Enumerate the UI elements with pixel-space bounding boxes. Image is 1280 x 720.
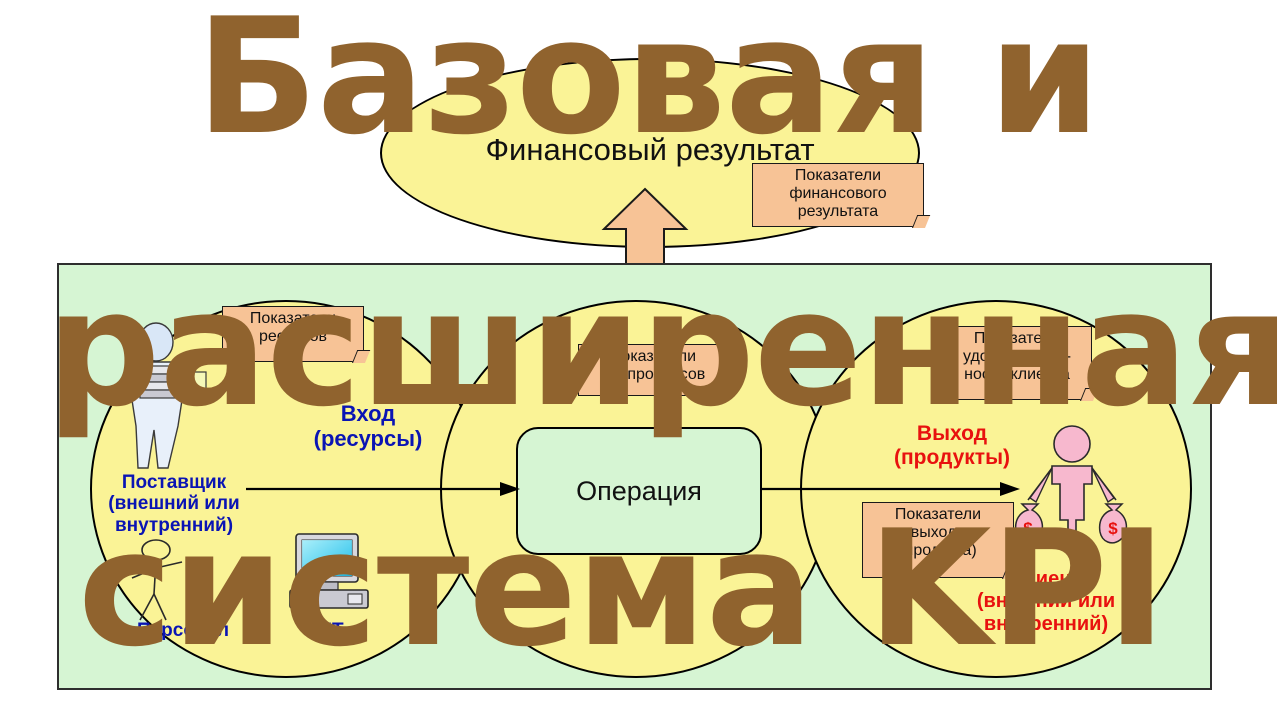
callout-line-3: ности клиента — [964, 365, 1070, 383]
overlay-title-line-1: Базовая и — [196, 0, 1101, 170]
callout-line-2: подпроцессов — [600, 365, 706, 383]
input-flow-arrow — [246, 482, 520, 496]
client-satisfaction-callout: Показатели удовлетворен- ности клиента — [942, 326, 1098, 401]
callout-line-1: Показатели — [249, 310, 337, 327]
callout-line-2: выхода — [910, 523, 966, 541]
output-label-line-2: (продукты) — [893, 445, 1011, 469]
callout-line-1: Показатели — [894, 506, 982, 523]
person-carrying-boxes-icon — [118, 322, 216, 470]
input-label: Вход (ресурсы) — [268, 401, 468, 451]
person-with-money-bags-icon: $ $ — [1012, 424, 1132, 556]
subprocess-indicators-callout: Показатели подпроцессов — [578, 344, 734, 397]
resource-indicators-callout: Показатели ресурсов — [222, 306, 370, 363]
client-label: Клиент (внешний или внутренний) — [930, 568, 1162, 635]
money-symbol-right: $ — [1108, 519, 1118, 538]
supplier-label: Поставщик (внешний или внутренний) — [58, 472, 290, 536]
operation-label: Операция — [576, 475, 702, 506]
input-label-line-2: (ресурсы) — [313, 425, 423, 451]
money-symbol-left: $ — [1023, 519, 1033, 538]
callout-line-2: удовлетворен- — [962, 347, 1072, 365]
client-label-line-2: (внешний или — [976, 590, 1116, 613]
output-label: Выход (продукты) — [852, 422, 1052, 469]
financial-result-callout: Показатели финансового результата — [752, 163, 930, 228]
callout-line-3: (продукта) — [899, 541, 977, 559]
client-label-line-3: внутренний) — [983, 612, 1109, 635]
supplier-label-line-1: Поставщик — [121, 472, 227, 493]
operation-box: Операция — [516, 427, 762, 555]
callout-line-1: Показатели — [973, 330, 1061, 347]
it-label: ИТ — [318, 620, 344, 641]
output-indicators-callout: Показатели выхода (продукта) — [862, 502, 1020, 579]
financial-result-label: Финансовый результат — [485, 132, 815, 167]
client-label-line-1: Клиент — [1010, 568, 1082, 590]
overlay-title-line-2: расширенная — [46, 255, 1280, 442]
callout-line: Показатели финансового результата — [789, 167, 887, 220]
output-flow-arrow — [760, 482, 1020, 496]
input-label-line-1: Вход — [340, 401, 396, 426]
supplier-label-line-2: (внешний или — [108, 493, 240, 515]
stick-person-icon — [124, 538, 196, 622]
output-label-line-1: Выход — [916, 422, 988, 445]
callout-line-2: ресурсов — [258, 327, 328, 345]
supplier-label-line-3: внутренний) — [114, 514, 234, 536]
callout-line-1: Показатели — [609, 348, 697, 365]
overlay-title-line-3: система KPI — [78, 495, 1166, 682]
personnel-label: Персонал — [136, 620, 230, 641]
computer-monitor-icon — [286, 532, 372, 616]
